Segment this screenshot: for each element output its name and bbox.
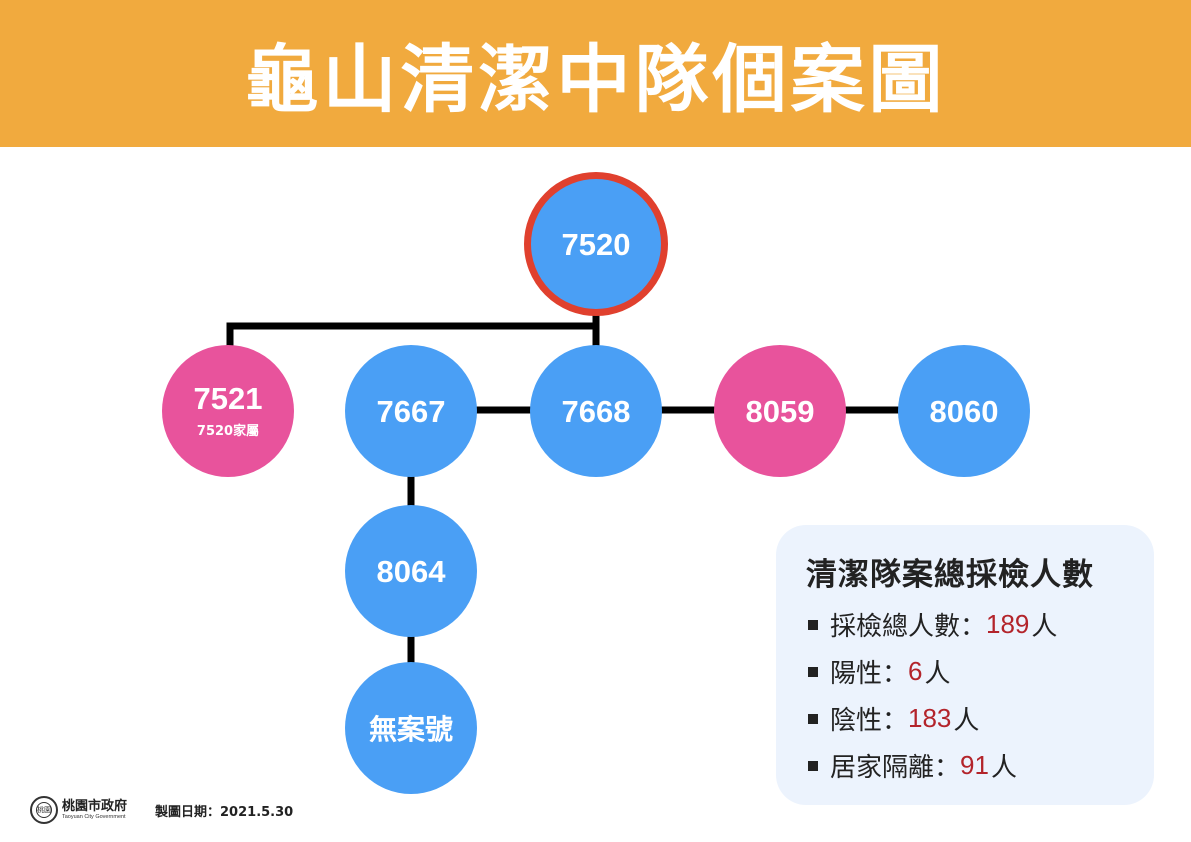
stat-negative: 陰性： 183 人: [806, 702, 1154, 736]
node-7667: 7667: [345, 345, 477, 477]
org-name-zh: 桃園市政府: [62, 798, 128, 814]
stat-value: 91: [960, 750, 989, 780]
node-7668: 7668: [530, 345, 662, 477]
stat-unit: 人: [924, 659, 951, 689]
node-label: 8064: [376, 553, 446, 589]
bullet-icon: [808, 760, 818, 771]
header-banner: 龜山清潔中隊個案圖: [0, 0, 1191, 147]
stat-label: 採檢總人數：: [830, 612, 987, 642]
node-8060: 8060: [898, 345, 1030, 477]
page-title: 龜山清潔中隊個案圖: [244, 37, 947, 123]
stat-value: 189: [986, 609, 1030, 639]
stat-unit: 人: [990, 753, 1017, 783]
node-label: 7521: [193, 381, 263, 416]
bullet-icon: [808, 666, 818, 677]
org-name: 桃園市政府 Taoyuan City Government: [62, 798, 128, 821]
stat-quarantine: 居家隔離： 91 人: [806, 749, 1154, 783]
node-label: 7520: [561, 226, 631, 262]
summary-panel: 清潔隊案總採檢人數 採檢總人數： 189 人 陽性： 6 人 陰性： 183 人…: [776, 525, 1154, 805]
org-name-en: Taoyuan City Government: [62, 814, 126, 821]
node-sublabel: 7520家屬: [196, 424, 260, 439]
footer: 桃園 桃園市政府 Taoyuan City Government 製圖日期：20…: [30, 796, 293, 824]
stats-list: 採檢總人數： 189 人 陽性： 6 人 陰性： 183 人 居家隔離： 91 …: [806, 608, 1154, 783]
seal-inner: 桃園: [36, 802, 52, 818]
stat-value: 183: [908, 703, 952, 733]
node-8059: 8059: [714, 345, 846, 477]
stat-positive: 陽性： 6 人: [806, 655, 1154, 689]
node-label: 8060: [929, 393, 999, 429]
node-label: 無案號: [368, 713, 453, 746]
stat-label: 陽性：: [830, 659, 909, 689]
stat-value: 6: [908, 656, 923, 686]
city-seal-icon: 桃園: [30, 796, 58, 824]
stat-unit: 人: [953, 706, 980, 736]
stat-label: 居家隔離：: [830, 753, 961, 783]
stat-unit: 人: [1031, 612, 1058, 642]
node-label: 8059: [745, 393, 815, 429]
chart-date: 製圖日期：2021.5.30: [155, 804, 294, 820]
panel-title: 清潔隊案總採檢人數: [806, 557, 1094, 593]
node-7521: 7521 7520家屬: [162, 345, 294, 477]
stat-label: 陰性：: [830, 706, 909, 736]
bullet-icon: [808, 619, 818, 630]
node-8064: 8064: [345, 505, 477, 637]
bullet-icon: [808, 713, 818, 724]
node-label: 7668: [561, 393, 631, 429]
node-label: 7667: [376, 393, 446, 429]
node-no-case: 無案號: [345, 662, 477, 794]
stat-total: 採檢總人數： 189 人: [806, 608, 1154, 642]
node-7520: 7520: [524, 172, 668, 316]
